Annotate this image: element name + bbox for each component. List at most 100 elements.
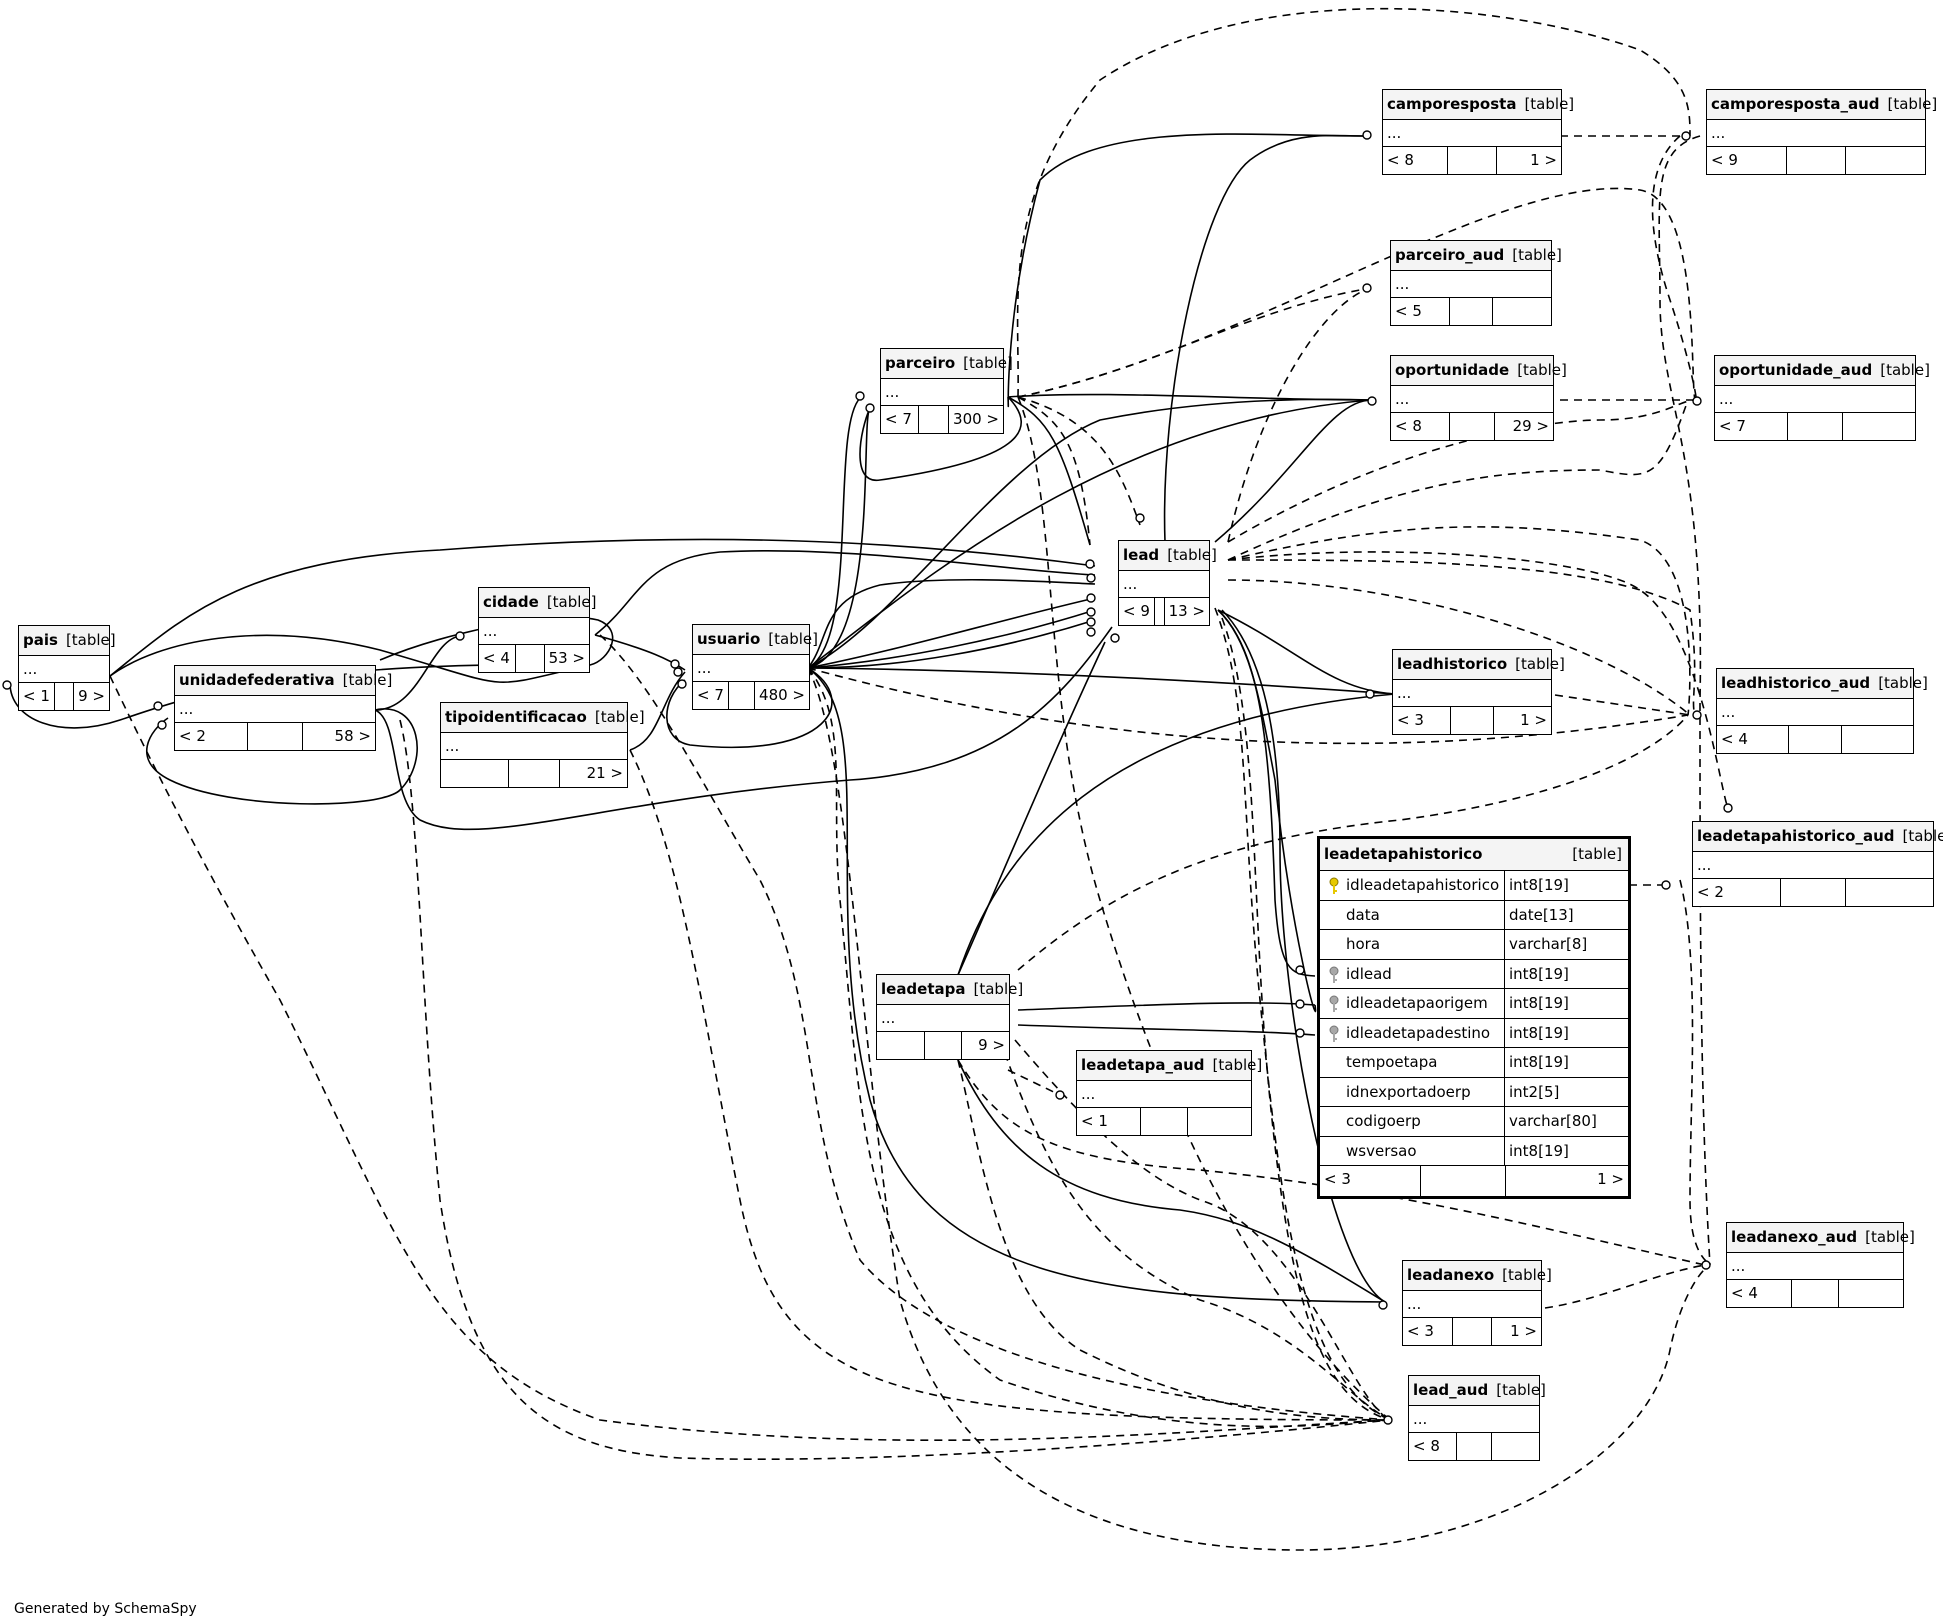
parents-count[interactable] (441, 760, 508, 787)
parents-count[interactable]: < 9 (1711, 151, 1738, 169)
parents-count[interactable]: < 3 (1397, 711, 1424, 729)
children-count[interactable]: 1 > (1493, 707, 1551, 734)
parents-count[interactable]: < 3 (1407, 1322, 1434, 1340)
children-count[interactable] (1841, 413, 1915, 440)
table-leadetapa[interactable]: leadetapa[table] ... 9 > (876, 974, 1023, 1060)
table-columns-collapsed[interactable]: ... (479, 618, 589, 645)
children-count[interactable]: 29 > (1493, 413, 1553, 440)
children-count[interactable]: 9 > (73, 683, 109, 710)
table-columns-collapsed[interactable]: ... (441, 733, 627, 760)
children-count[interactable]: 300 > (948, 406, 1003, 433)
table-leadhistorico-aud[interactable]: leadhistorico_aud[table] ... < 4 (1716, 668, 1928, 754)
children-count[interactable] (1844, 147, 1925, 174)
parents-count[interactable]: < 8 (1413, 1437, 1440, 1455)
children-count[interactable]: 58 > (301, 723, 375, 750)
children-count[interactable]: 1 > (1505, 1166, 1628, 1196)
table-columns-collapsed[interactable]: ... (881, 379, 1003, 406)
table-columns-collapsed[interactable]: ... (1715, 386, 1915, 413)
parents-count[interactable]: < 8 (1387, 151, 1414, 169)
table-header: lead_aud[table] (1409, 1376, 1546, 1406)
parents-count[interactable]: < 1 (1081, 1112, 1108, 1130)
parents-count[interactable]: < 7 (1719, 417, 1746, 435)
table-columns-collapsed[interactable]: ... (1383, 120, 1561, 147)
children-count[interactable]: 1 > (1495, 147, 1561, 174)
table-parceiro-aud[interactable]: parceiro_aud[table] ... < 5 (1390, 240, 1562, 326)
children-count[interactable] (1491, 1433, 1539, 1460)
children-count[interactable]: 13 > (1163, 598, 1209, 625)
children-count[interactable] (1841, 726, 1913, 753)
table-columns-collapsed[interactable]: ... (1077, 1081, 1251, 1108)
parents-count[interactable]: < 7 (885, 410, 912, 428)
parents-count[interactable]: < 4 (1721, 730, 1748, 748)
parents-count[interactable]: < 5 (1395, 302, 1422, 320)
parents-count[interactable]: < 8 (1395, 417, 1422, 435)
table-columns-collapsed[interactable]: ... (877, 1005, 1009, 1032)
table-name: leadetapahistorico (1324, 845, 1483, 863)
parents-count[interactable]: < 7 (697, 686, 724, 704)
table-columns-collapsed[interactable]: ... (1693, 852, 1933, 879)
table-footer: < 4 53 > (479, 645, 589, 672)
children-count[interactable]: 21 > (558, 760, 627, 787)
table-columns-collapsed[interactable]: ... (1119, 571, 1209, 598)
children-count[interactable]: 53 > (543, 645, 589, 672)
table-oportunidade-aud[interactable]: oportunidade_aud[table] ... < 7 (1714, 355, 1930, 441)
children-count[interactable]: 1 > (1490, 1318, 1541, 1345)
table-tag: [table] (1524, 95, 1575, 113)
table-columns-collapsed[interactable]: ... (1391, 386, 1553, 413)
parents-count[interactable]: < 2 (1697, 883, 1724, 901)
table-lead-aud[interactable]: lead_aud[table] ... < 8 (1408, 1375, 1546, 1461)
table-columns-collapsed[interactable]: ... (1391, 271, 1551, 298)
children-count[interactable] (1187, 1108, 1251, 1135)
table-columns-collapsed[interactable]: ... (19, 656, 109, 683)
parents-count[interactable]: < 2 (179, 727, 206, 745)
parents-count[interactable]: < 4 (1731, 1284, 1758, 1302)
table-columns-collapsed[interactable]: ... (1727, 1253, 1903, 1280)
table-columns-collapsed[interactable]: ... (1707, 120, 1925, 147)
parents-count[interactable]: < 9 (1123, 602, 1150, 620)
table-columns-collapsed[interactable]: ... (1717, 699, 1913, 726)
table-tipoidentificacao[interactable]: tipoidentificacao[table] ... 21 > (440, 702, 645, 788)
table-columns-collapsed[interactable]: ... (175, 696, 375, 723)
parents-count[interactable]: < 3 (1324, 1170, 1351, 1188)
table-columns-collapsed[interactable]: ... (1403, 1291, 1541, 1318)
foreign-key-icon (1329, 995, 1339, 1012)
children-count[interactable] (1492, 298, 1551, 325)
table-columns-collapsed[interactable]: ... (693, 655, 809, 682)
children-count[interactable]: 480 > (754, 682, 809, 709)
table-leadetapahistorico-aud[interactable]: leadetapahistorico_aud[table] ... < 2 (1692, 821, 1943, 907)
table-columns-collapsed[interactable]: ... (1393, 680, 1551, 707)
children-count[interactable] (1844, 879, 1933, 906)
children-count[interactable]: 9 > (960, 1032, 1009, 1059)
table-columns-collapsed[interactable]: ... (1409, 1406, 1539, 1433)
table-leadetapa-aud[interactable]: leadetapa_aud[table] ... < 1 (1076, 1050, 1262, 1136)
children-count[interactable] (1838, 1280, 1903, 1307)
table-leadetapahistorico[interactable]: leadetapahistorico[table] idleadetapahis… (1317, 836, 1631, 1199)
table-leadanexo-aud[interactable]: leadanexo_aud[table] ... < 4 (1726, 1222, 1915, 1308)
parents-count[interactable]: < 4 (483, 649, 510, 667)
table-tag: [table] (65, 631, 116, 649)
parents-count[interactable] (877, 1032, 924, 1059)
column-type: varchar[80] (1509, 1112, 1597, 1130)
parents-count[interactable]: < 1 (23, 687, 50, 705)
table-camporesposta-aud[interactable]: camporesposta_aud[table] ... < 9 (1706, 89, 1937, 175)
